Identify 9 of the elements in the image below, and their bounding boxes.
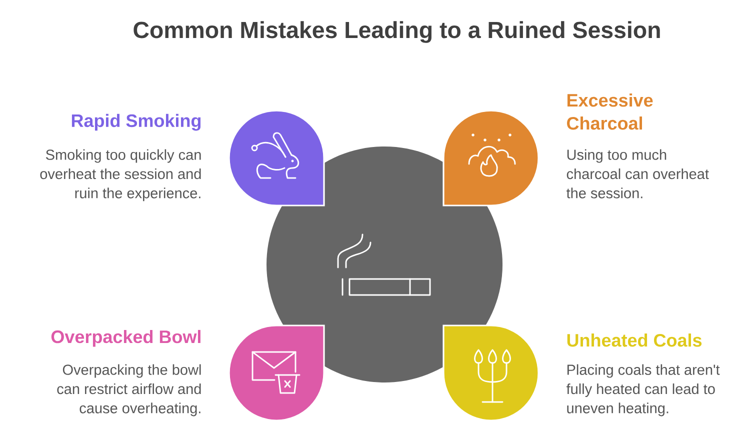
description: Using too much charcoal can overheat the session. — [566, 149, 709, 198]
title: Common Mistakes Leading to a Ruined Session — [134, 21, 660, 43]
heading: Overpacked Bowl — [51, 330, 200, 347]
description: Smoking too quickly can overheat the session and ruin the experience. — [40, 149, 201, 202]
description: Overpacking the bowl can restrict airflow and cause overheating. — [57, 364, 201, 416]
heading: Unheated Coals — [567, 334, 702, 347]
description: Placing coals that aren't fully heated can lead to uneven heating. — [566, 364, 720, 416]
heading: Rapid Smoking — [72, 114, 201, 131]
heading: Excessive Charcoal — [567, 94, 653, 130]
